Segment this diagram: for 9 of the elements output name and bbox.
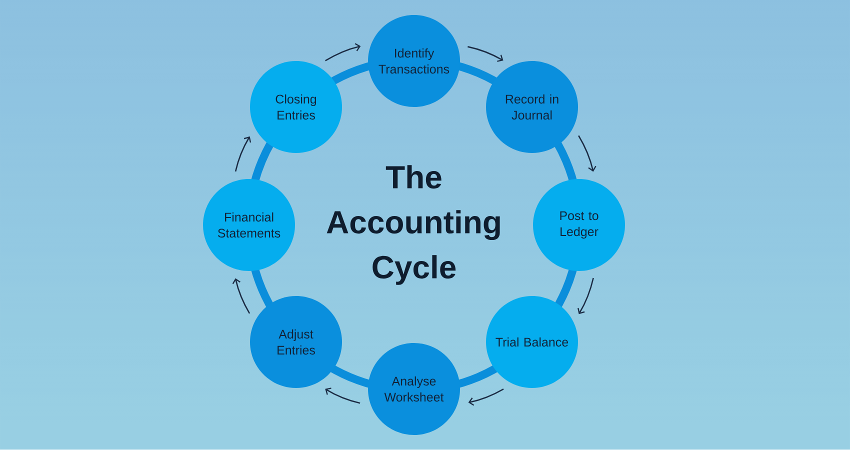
- arrow: [468, 388, 504, 406]
- title: The Accounting Cycle: [326, 165, 500, 285]
- arrow: [325, 388, 360, 404]
- arrow: [578, 135, 596, 172]
- arrow: [232, 278, 250, 314]
- arrow: [468, 46, 504, 62]
- arrow: [325, 43, 361, 62]
- arrow: [578, 278, 594, 314]
- arrow: [234, 136, 252, 172]
